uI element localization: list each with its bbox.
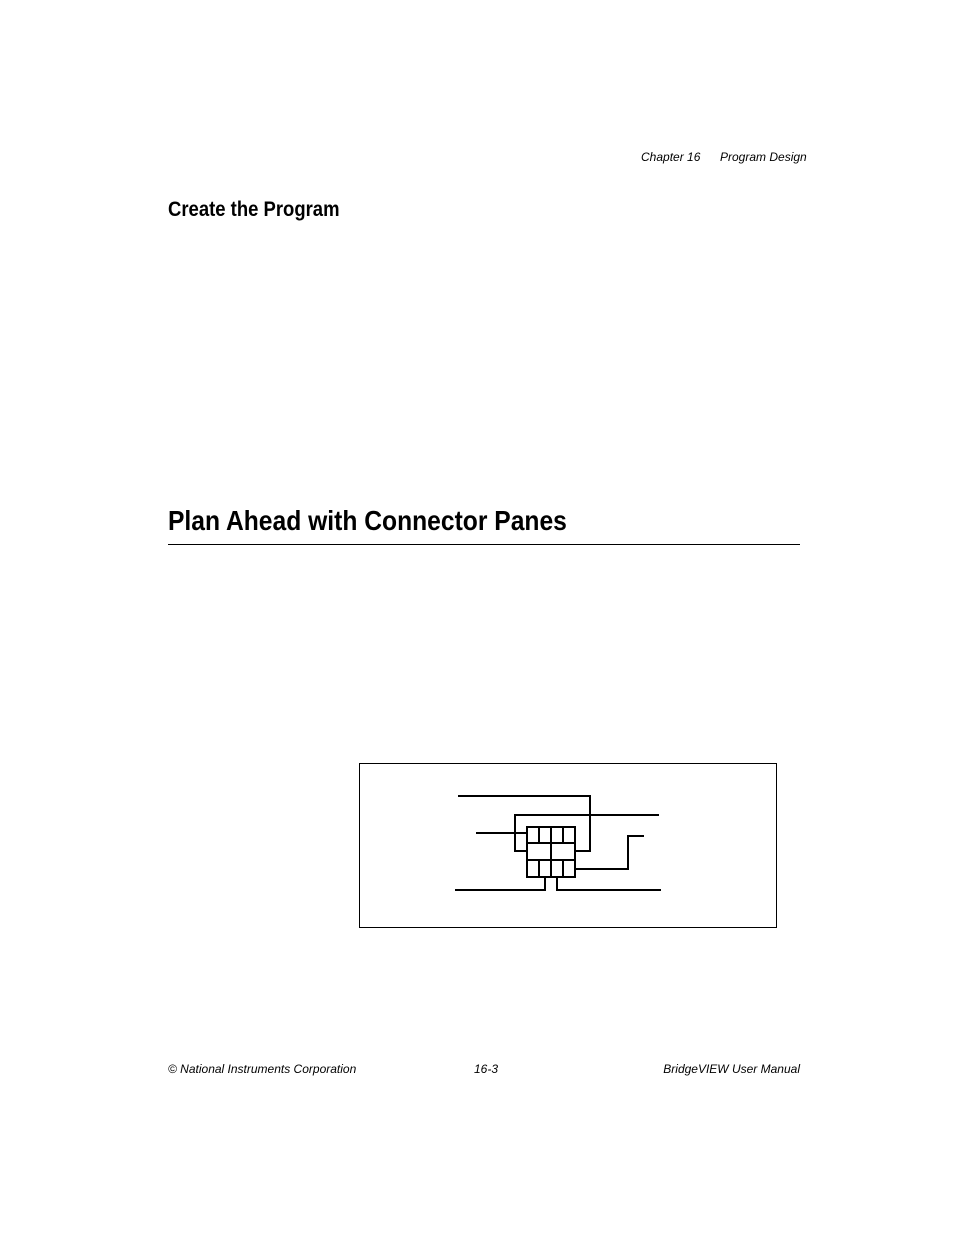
connector-pane-diagram — [455, 795, 661, 891]
wire — [458, 795, 591, 852]
wire — [514, 814, 659, 852]
wire — [575, 835, 644, 870]
running-header-chapter: Chapter 16 — [641, 150, 701, 164]
footer-copyright: © National Instruments Corporation — [168, 1062, 357, 1076]
footer-page-number: 16-3 — [474, 1062, 499, 1076]
section-heading-create-program: Create the Program — [168, 198, 340, 221]
footer-manual-title: BridgeVIEW User Manual — [663, 1062, 800, 1076]
heading-rule — [168, 544, 800, 545]
connector-pane-figure — [359, 763, 777, 928]
section-heading-plan-ahead: Plan Ahead with Connector Panes — [168, 505, 567, 536]
running-header-section: Program Design — [720, 150, 807, 164]
wire — [556, 877, 661, 891]
wire — [455, 877, 546, 891]
